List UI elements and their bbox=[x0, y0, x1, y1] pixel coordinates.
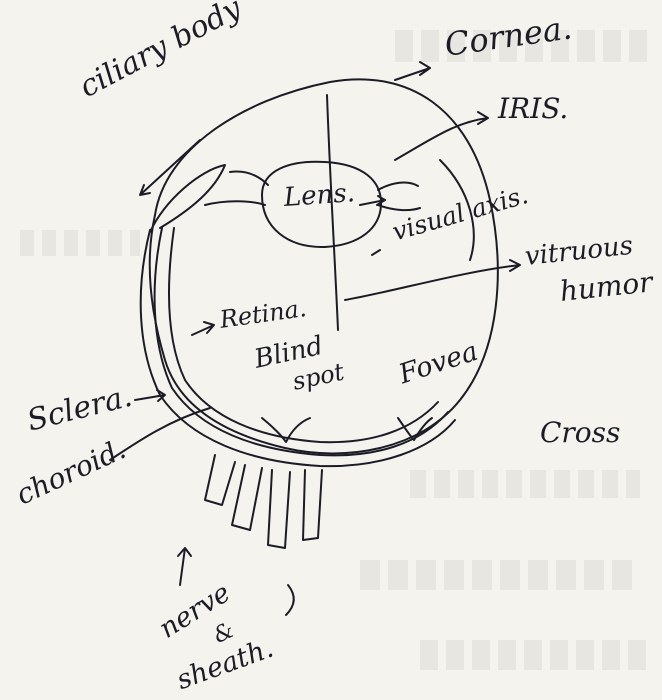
optic-nerve-2 bbox=[232, 465, 262, 530]
iris-right-lower bbox=[378, 205, 420, 210]
cross-text: Cross bbox=[540, 416, 620, 449]
iris-right bbox=[378, 183, 418, 190]
visual-axis-line bbox=[327, 95, 338, 330]
vitreous-leader bbox=[345, 260, 520, 300]
optic-nerve-1 bbox=[205, 455, 235, 505]
optic-nerve-3 bbox=[268, 470, 290, 548]
nerve-arrow bbox=[178, 548, 191, 585]
optic-nerve-4 bbox=[303, 470, 322, 540]
iris-left-lower bbox=[205, 201, 265, 205]
visual-axis-arrow bbox=[372, 250, 380, 255]
sclera-leader bbox=[135, 390, 165, 401]
cornea-outline bbox=[150, 79, 498, 453]
cornea-leader bbox=[395, 62, 430, 80]
sheath-brace bbox=[286, 585, 294, 615]
lens-label: Lens. bbox=[283, 178, 356, 213]
ciliary-leader bbox=[140, 140, 200, 195]
retina-arrow bbox=[192, 322, 214, 335]
iris-left bbox=[230, 172, 268, 185]
iris-label: IRIS. bbox=[498, 92, 568, 125]
